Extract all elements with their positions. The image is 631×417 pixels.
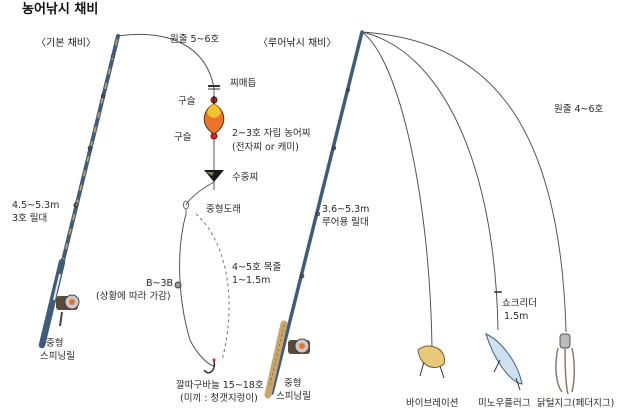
jig-label: 닭털지그(페더지그) (537, 398, 615, 409)
lure-heading: 〈루어낚시 채비〉 (258, 38, 337, 49)
basic-rod (38, 34, 120, 349)
bead-upper-label: 구슬 (178, 96, 196, 107)
lure-line-minnow (361, 31, 499, 331)
lure-reel-label-2: 스피닝릴 (276, 391, 311, 402)
float-stop-icon (208, 85, 220, 90)
float-stop-label: 찌매듭 (230, 78, 257, 89)
basic-main-line-label: 원줄 5~6호 (170, 34, 220, 45)
split-shot-icon (174, 281, 182, 289)
split-shot-label-2: (상황에 따라 가감) (96, 291, 171, 302)
vibration-lure-icon (417, 345, 446, 379)
lure-rig (264, 30, 576, 399)
float-icon (203, 96, 225, 135)
rod-spec-2: 3호 릴대 (12, 213, 48, 224)
hook-label-2: (미끼 : 청갯지렁이) (180, 393, 258, 404)
lure-reel-icon (288, 338, 310, 354)
bead-lower-label: 구슬 (174, 132, 192, 143)
basic-heading: 〈기본 채비〉 (36, 38, 96, 49)
lure-rod-spec-1: 3.6~5.3m (322, 204, 370, 215)
lure-line-jig (361, 31, 567, 333)
lure-rod-spec-2: 루어용 릴대 (322, 217, 369, 228)
float-label-2: (전자찌 or 캐미) (232, 142, 299, 153)
shock-leader-label-2: 1.5m (504, 311, 529, 322)
lure-rod (264, 30, 364, 399)
minnow-label: 미노우플러그 (478, 398, 531, 409)
hook-label-1: 깔따구바늘 15~18호 (176, 380, 264, 391)
reel-label-2: 스피닝릴 (40, 351, 75, 362)
hook-icon (203, 359, 216, 374)
float-label-1: 2~3호 자립 농어찌 (232, 128, 311, 139)
lure-line-vibration (361, 31, 433, 349)
reel-label-1: 중형 (46, 338, 64, 349)
rod-spec-1: 4.5~5.3m (12, 200, 60, 211)
basic-main-line (117, 33, 215, 89)
lure-reel-label-1: 중형 (284, 378, 302, 389)
feather-jig-icon (555, 333, 576, 395)
leader-spec-1: 4~5호 목줄 (232, 262, 282, 273)
swivel-icon (183, 200, 189, 214)
swivel-label: 중형도래 (206, 204, 241, 215)
leader-length-bracket (195, 213, 230, 361)
page-title: 농어낚시 채비 (22, 2, 99, 17)
minnow-plug-icon (485, 333, 523, 391)
basic-rig (38, 33, 230, 374)
basic-reel-icon (56, 294, 80, 327)
basic-leader-line (185, 181, 215, 206)
lure-main-line-label: 원줄 4~6호 (554, 104, 604, 115)
split-shot-label-1: B~3B (146, 278, 174, 289)
shock-leader-label-1: 쇼크리더 (502, 298, 537, 309)
leader-spec-2: 1~1.5m (232, 275, 271, 286)
vibration-label: 바이브레이션 (406, 398, 459, 409)
sinker-label: 수중찌 (232, 172, 259, 183)
underwater-float-icon (204, 170, 224, 182)
